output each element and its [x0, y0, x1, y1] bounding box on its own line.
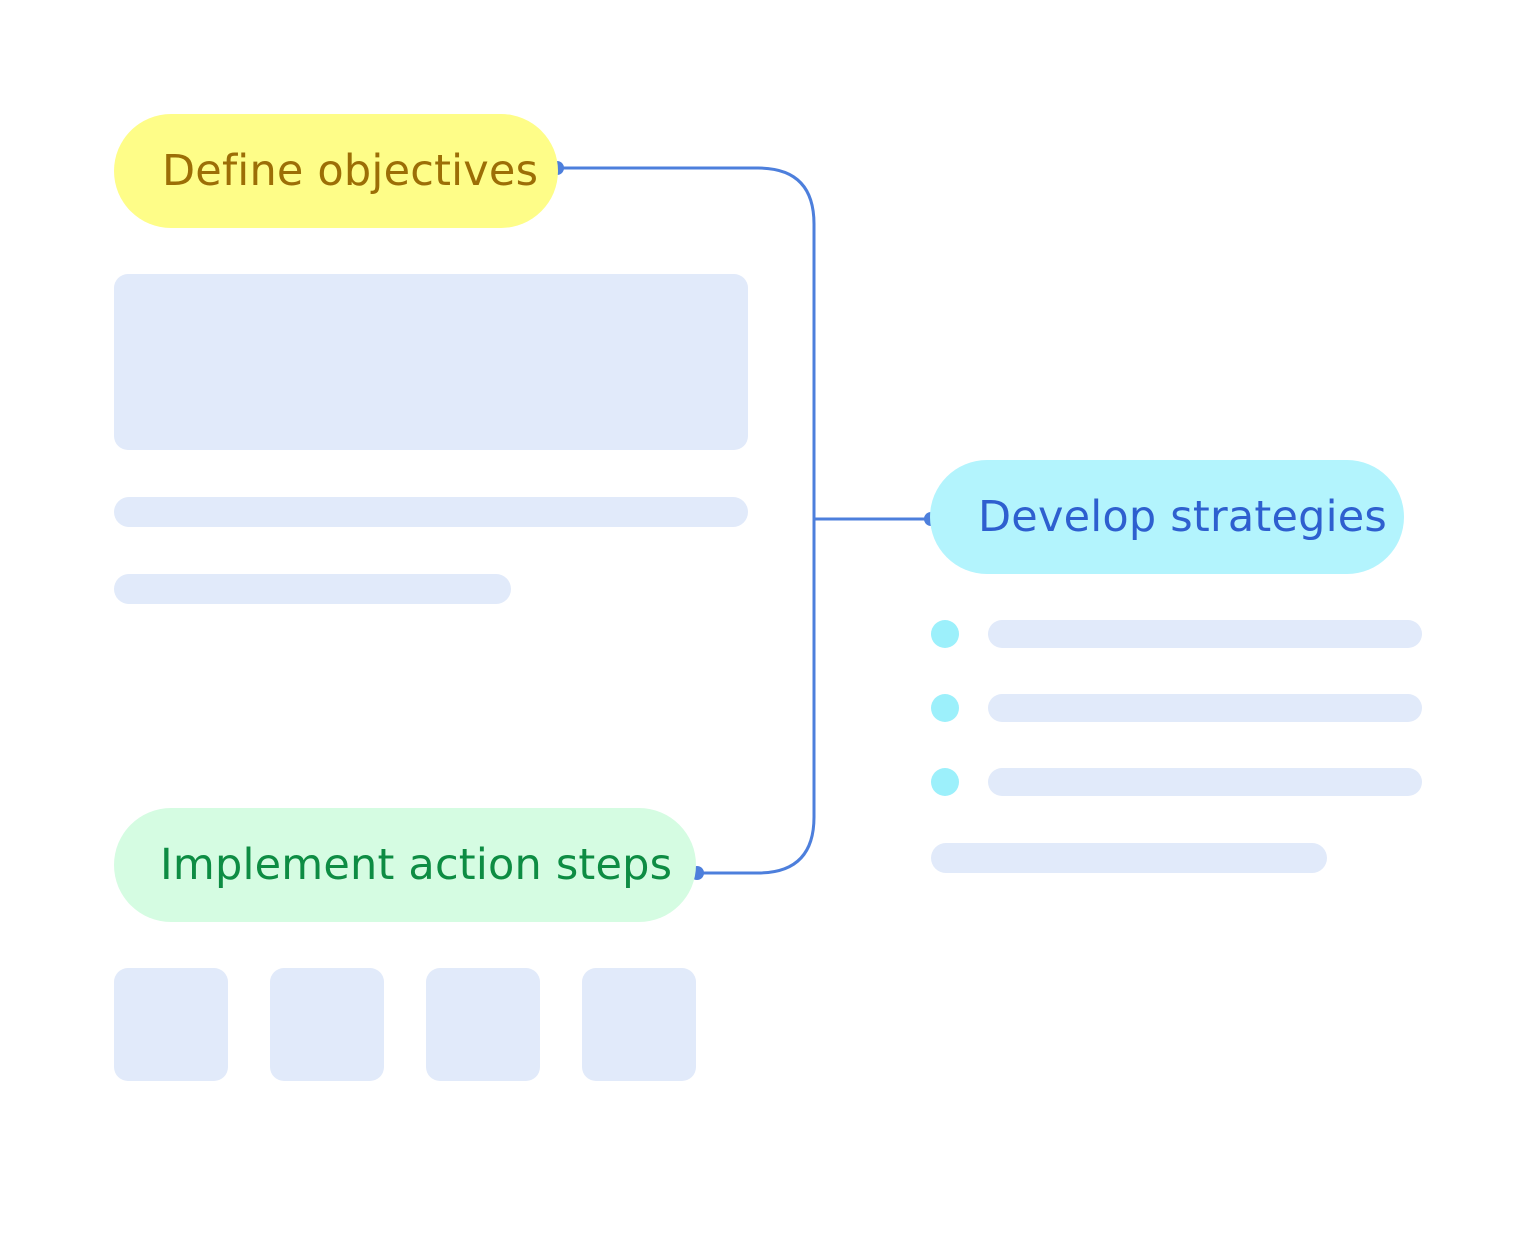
placeholder-tile: [582, 968, 696, 1081]
placeholder-line-short: [931, 843, 1327, 873]
node-develop-strategies: Develop strategies: [930, 460, 1404, 574]
node-define-objectives-label: Define objectives: [162, 146, 539, 196]
placeholder-list-line: [988, 694, 1422, 722]
node-develop-strategies-label: Develop strategies: [978, 492, 1387, 542]
placeholder-list-line: [988, 768, 1422, 796]
bullet-dot: [931, 768, 959, 796]
placeholder-card: [114, 274, 748, 450]
placeholder-tile: [114, 968, 228, 1081]
node-define-objectives: Define objectives: [114, 114, 558, 228]
placeholder-line: [114, 497, 748, 527]
placeholder-tile: [270, 968, 384, 1081]
placeholder-list-line: [988, 620, 1422, 648]
bullet-dot: [931, 620, 959, 648]
placeholder-line-short: [114, 574, 511, 604]
node-implement-action-steps-label: Implement action steps: [160, 840, 673, 890]
placeholder-tile: [426, 968, 540, 1081]
bullet-dot: [931, 694, 959, 722]
node-implement-action-steps: Implement action steps: [114, 808, 696, 922]
